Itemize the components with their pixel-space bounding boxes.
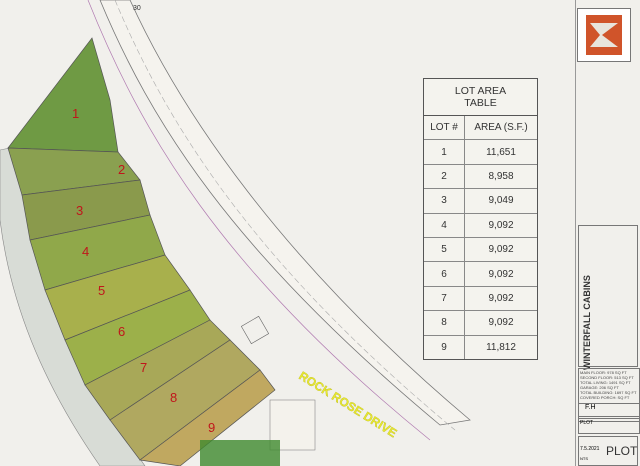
road-edge bbox=[87, 0, 431, 441]
table-row: 7 9,092 bbox=[424, 286, 537, 312]
lot-area: 9,092 bbox=[488, 268, 514, 280]
area-line: TOTAL LIVING: 1491 SQ FT bbox=[580, 380, 631, 385]
lot-number: 7 bbox=[424, 286, 465, 311]
lot-label: 5 bbox=[98, 283, 105, 298]
lot-label: 1 bbox=[72, 106, 79, 121]
lot-label: 9 bbox=[208, 420, 215, 435]
lot-area: 9,049 bbox=[488, 195, 514, 207]
table-row: 5 9,092 bbox=[424, 237, 537, 263]
area-line: MAIN FLOOR: 978 SQ FT bbox=[580, 370, 627, 375]
lot-area: 9,092 bbox=[488, 292, 514, 304]
lot-number: 9 bbox=[424, 335, 465, 359]
lot-label: 6 bbox=[118, 324, 125, 339]
lot-label: 3 bbox=[76, 203, 83, 218]
lot-number: 1 bbox=[424, 140, 465, 164]
lot-area: 9,092 bbox=[488, 317, 514, 329]
road bbox=[99, 0, 471, 426]
project-box bbox=[578, 225, 638, 367]
company-logo bbox=[577, 8, 631, 62]
col-lot: LOT # bbox=[424, 116, 465, 140]
lot-number: 6 bbox=[424, 262, 465, 286]
table-row: 3 9,049 bbox=[424, 189, 537, 214]
lot-area: 11,651 bbox=[486, 146, 516, 158]
lot-label: 2 bbox=[118, 162, 125, 177]
area-line: TOTAL BUILDING: 1697 SQ FT bbox=[580, 390, 637, 395]
drawn-by: F.H bbox=[578, 403, 640, 417]
lot-number: 2 bbox=[424, 164, 465, 189]
lot-number: 5 bbox=[424, 237, 465, 262]
lot-label: 4 bbox=[82, 244, 89, 259]
lot-label: 7 bbox=[140, 360, 147, 375]
sheet-box: 7.5.2021 NTS PLOT bbox=[578, 436, 638, 466]
sheet-name: PLOT bbox=[578, 418, 640, 434]
table-row: 6 9,092 bbox=[424, 262, 537, 287]
sheet-number: PLOT bbox=[606, 444, 638, 458]
lot-area-table: LOT AREA TABLE LOT # AREA (S.F.) 1 11,651 2… bbox=[423, 78, 538, 360]
title-block bbox=[575, 0, 640, 466]
table-row: 2 8,958 bbox=[424, 164, 537, 190]
lot-area: 11,812 bbox=[486, 341, 516, 353]
date: 7.5.2021 bbox=[580, 446, 600, 452]
scale: NTS bbox=[580, 456, 588, 461]
lot-9 bbox=[139, 369, 276, 466]
table-row: 9 11,812 bbox=[424, 335, 537, 359]
area-line: COVERED PORCH: SQ FT bbox=[580, 395, 630, 400]
lot-number: 8 bbox=[424, 311, 465, 335]
lot-number: 3 bbox=[424, 189, 465, 213]
lot-area: 9,092 bbox=[488, 219, 514, 231]
table-row: 4 9,092 bbox=[424, 213, 537, 238]
col-area: AREA (S.F.) bbox=[474, 122, 528, 134]
area-line: GARAGE: 206 SQ FT bbox=[580, 385, 619, 390]
lot-label: 8 bbox=[170, 390, 177, 405]
road-centerline bbox=[114, 0, 456, 431]
area-line: SECOND FLOOR: 513 SQ FT bbox=[580, 375, 634, 380]
table-row: 8 9,092 bbox=[424, 311, 537, 336]
table-row: 1 11,651 bbox=[424, 140, 537, 165]
lot-1 bbox=[7, 37, 119, 153]
lot-area: 8,958 bbox=[488, 170, 514, 182]
project-name: WINTERFALL CABINS bbox=[582, 275, 592, 370]
lot-number: 4 bbox=[424, 213, 465, 237]
trees bbox=[200, 440, 280, 466]
table-title: LOT AREA TABLE bbox=[424, 79, 537, 116]
table-header: LOT # AREA (S.F.) bbox=[424, 116, 537, 141]
building-footprint bbox=[240, 315, 270, 345]
dimension-label: 30 bbox=[133, 5, 141, 12]
lot-area: 9,092 bbox=[488, 244, 514, 256]
